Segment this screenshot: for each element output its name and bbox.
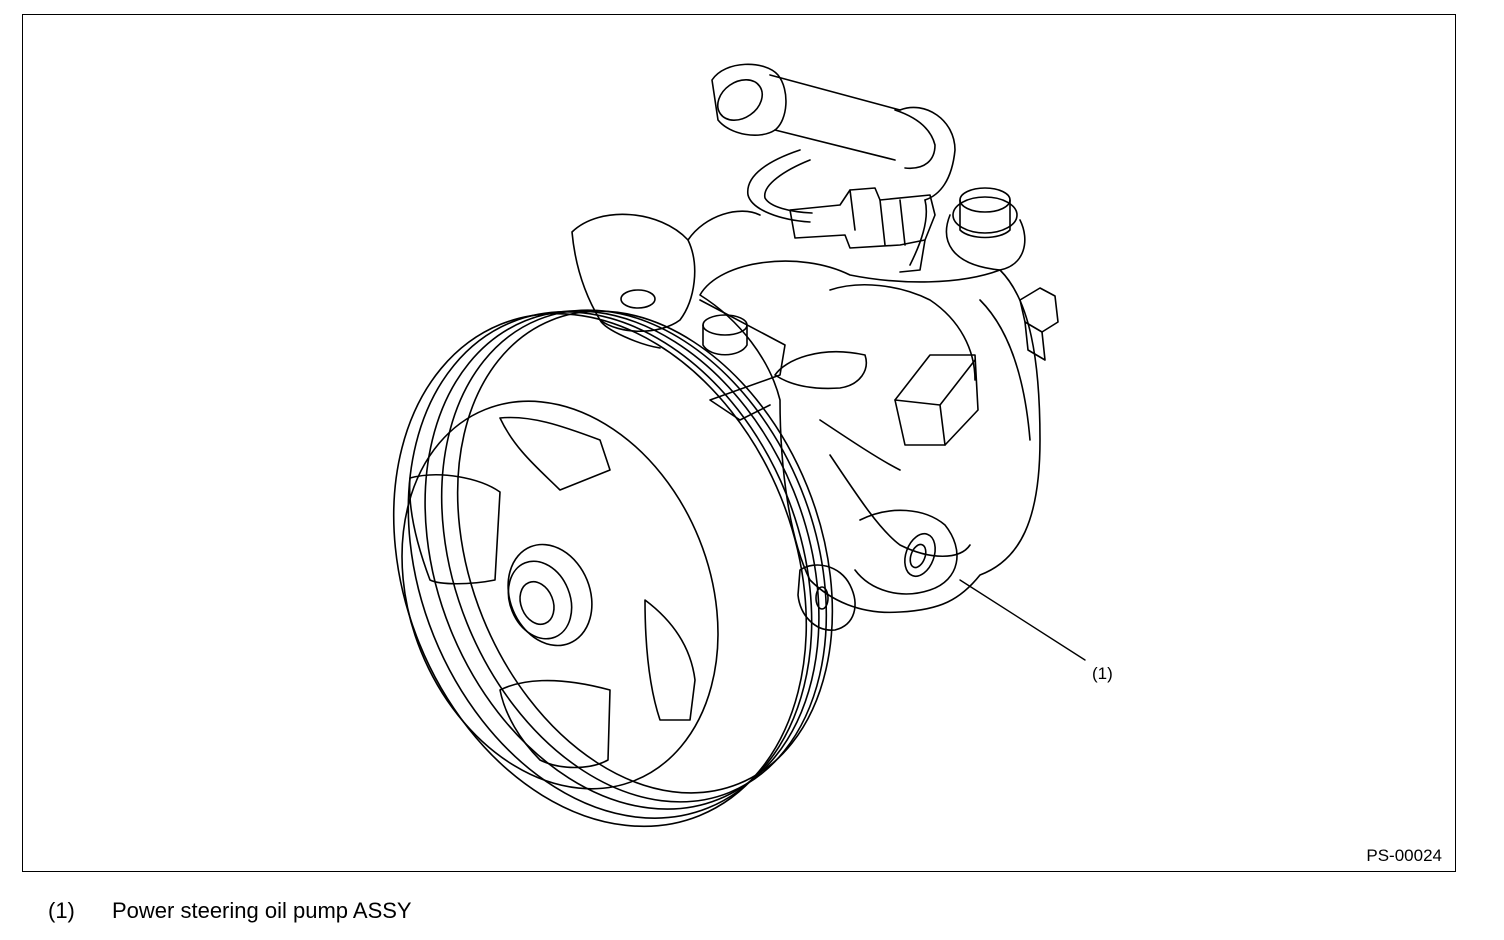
figure-id: PS-00024: [1366, 846, 1442, 865]
drive-pulley: [392, 309, 834, 828]
front-flow-block: [774, 351, 979, 446]
legend-description: Power steering oil pump ASSY: [112, 898, 412, 923]
pressure-switch-cap: [945, 187, 1026, 271]
side-nut: [1019, 287, 1059, 361]
inlet-pipe: [711, 63, 956, 266]
outlet-connector: [789, 187, 936, 273]
return-hose: [747, 149, 813, 223]
callout-label: (1): [1092, 664, 1113, 683]
figure-frame: [22, 14, 1456, 872]
pump-body: [699, 260, 1041, 614]
side-mount-ear: [854, 509, 958, 595]
callout-leader-line: [959, 579, 1086, 661]
upper-bracket-ear: [571, 210, 761, 349]
legend-number: (1): [48, 898, 75, 923]
legend-item: (1) Power steering oil pump ASSY: [48, 898, 412, 924]
small-plug-cap: [699, 299, 786, 421]
